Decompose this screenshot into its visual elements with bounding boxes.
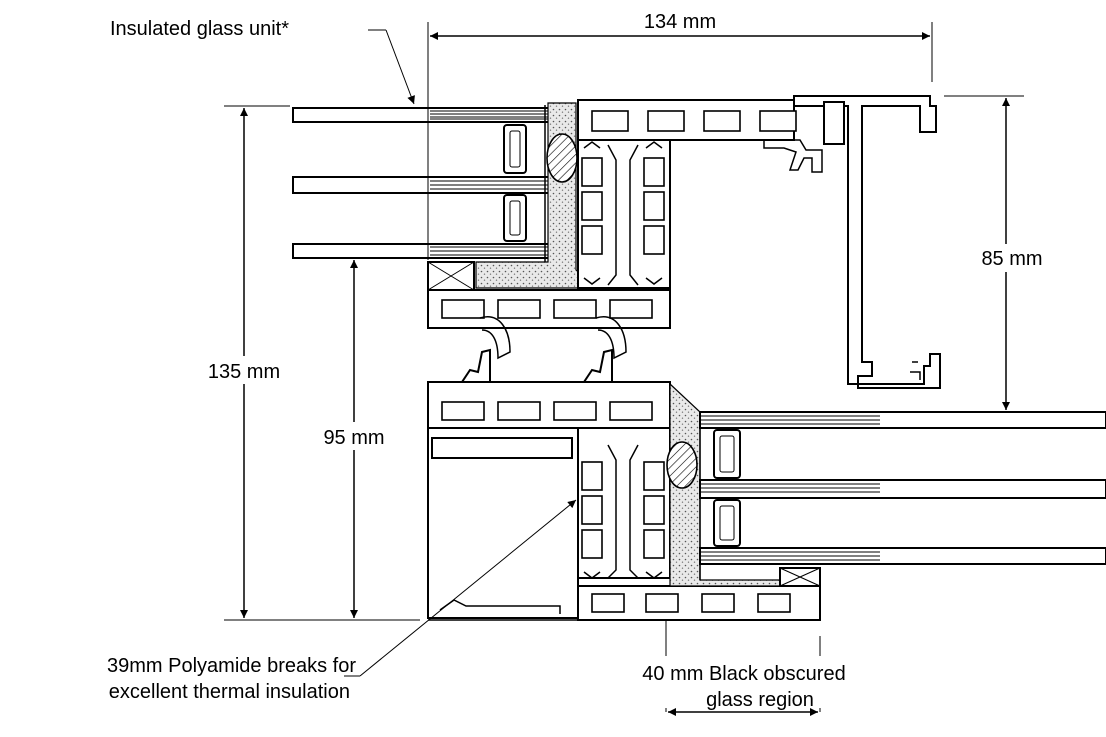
upper-glass-unit [292, 105, 556, 262]
dimension-95mm-label: 95 mm [323, 427, 384, 449]
polyamide-label-line1: 39mm Polyamide breaks for [107, 655, 356, 677]
outer-frame-profile [763, 95, 941, 389]
polyamide-label-line2: excellent thermal insulation [109, 681, 350, 703]
dimension-134mm: 134 mm [427, 11, 933, 260]
lower-glass-unit [699, 411, 1106, 565]
upper-sash-profile [427, 99, 797, 360]
callout-polyamide: 39mm Polyamide breaks for excellent ther… [107, 499, 577, 703]
dimension-135mm: 135 mm [190, 105, 420, 621]
dimension-134mm-label: 134 mm [644, 11, 716, 33]
callout-obscured-region: 40 mm Black obscured glass region [600, 656, 890, 711]
glass-unit-label: Insulated glass unit* [110, 18, 289, 40]
dimension-85mm-label: 85 mm [981, 248, 1042, 270]
dimension-85mm: 85 mm [940, 95, 1060, 413]
dimension-135mm-label: 135 mm [208, 361, 280, 383]
obscured-label-line1: 40 mm Black obscured [642, 663, 845, 685]
callout-glass-unit: Insulated glass unit* [110, 18, 415, 105]
lower-frame-profile [427, 348, 821, 621]
dimension-95mm: 95 mm [306, 257, 406, 618]
obscured-label-line2: glass region [706, 689, 814, 711]
